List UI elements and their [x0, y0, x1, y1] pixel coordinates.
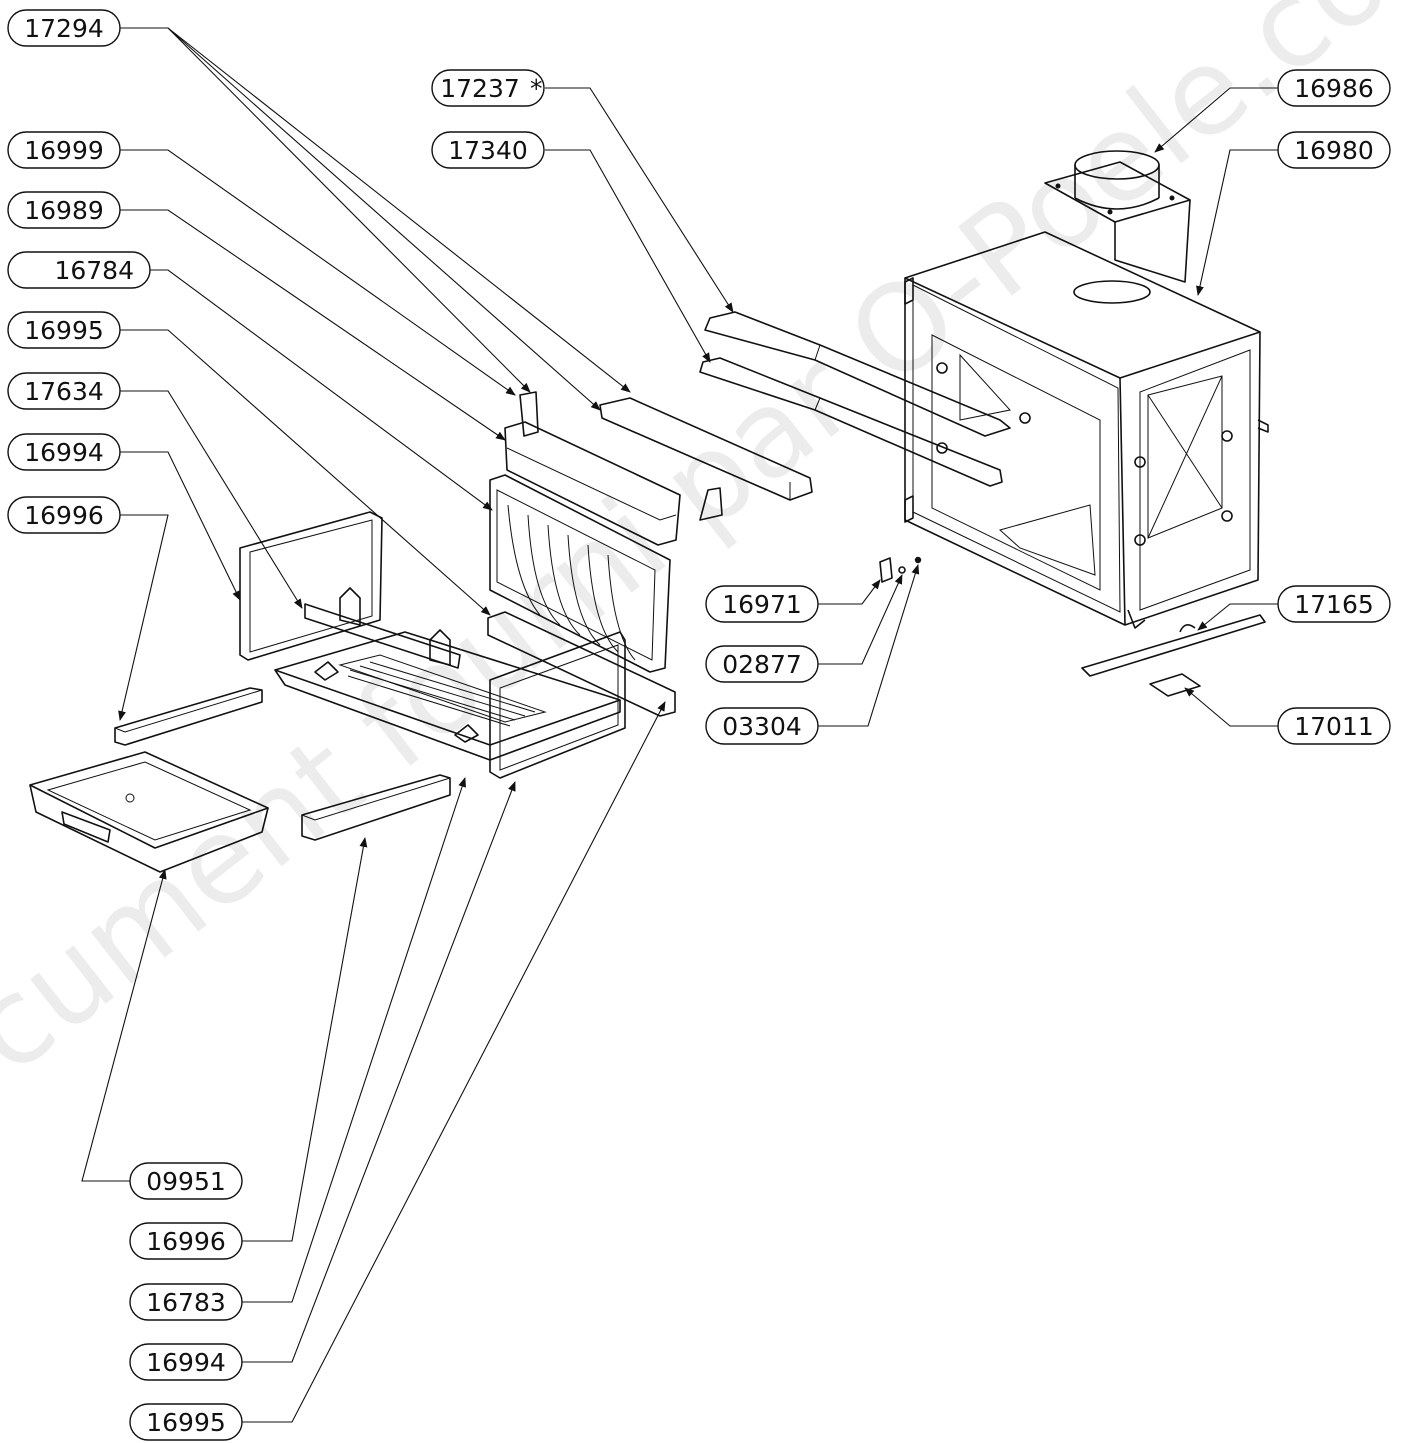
- callout-label: 16999: [24, 136, 104, 165]
- callout-pill: [129, 1343, 243, 1381]
- callout-pill: [705, 645, 819, 683]
- callout-label: 17011: [1294, 712, 1374, 741]
- callout-pill: [129, 1162, 243, 1200]
- callout-pill: [1277, 707, 1391, 745]
- callout-pill: [1277, 69, 1391, 107]
- side-liner-right: [489, 631, 626, 779]
- callout-label: 16996: [24, 501, 104, 530]
- callout-16994: 16994: [7, 433, 121, 471]
- callout-17011: 17011: [1277, 707, 1391, 745]
- callout-label: 16994: [146, 1348, 226, 1377]
- callout-16996: 16996: [129, 1222, 243, 1260]
- callout-16999: 16999: [7, 131, 121, 169]
- callout-pill: [705, 707, 819, 745]
- callout-mark: *: [530, 74, 543, 103]
- rear-fireback: [489, 474, 671, 673]
- callout-17237: 17237 *: [431, 69, 545, 107]
- callout-pill: [7, 496, 121, 534]
- callout-pill: [7, 372, 121, 410]
- callout-label: 16783: [146, 1288, 226, 1317]
- callout-label: 17340: [448, 136, 528, 165]
- bottom-rail-left: [114, 687, 263, 746]
- door-catch-hardware: [879, 556, 922, 583]
- callout-label: 16980: [1294, 136, 1374, 165]
- callout-pill: [7, 9, 121, 47]
- bottom-rail-front: [301, 774, 451, 841]
- callout-label: 16971: [722, 590, 802, 619]
- callout-16995: 16995: [7, 311, 121, 349]
- callout-17294: 17294: [7, 9, 121, 47]
- grate-front-bar: [304, 587, 461, 669]
- callout-pill: [431, 131, 545, 169]
- callout-label: 16989: [24, 196, 104, 225]
- callout-label: 16995: [146, 1408, 226, 1437]
- callout-pill: [129, 1403, 243, 1441]
- callout-label: 02877: [722, 650, 802, 679]
- callout-label: 16784: [54, 256, 134, 285]
- callout-16784: 16784: [7, 251, 151, 289]
- callout-label: 09951: [146, 1167, 226, 1196]
- callout-pill: [1277, 585, 1391, 623]
- side-liner-left: [239, 511, 383, 661]
- callout-17340: 17340: [431, 131, 545, 169]
- callout-pill: [705, 585, 819, 623]
- callout-pill: [431, 69, 545, 107]
- callout-16996: 16996: [7, 496, 121, 534]
- stove-body: [904, 231, 1269, 629]
- callout-16980: 16980: [1277, 131, 1391, 169]
- flue-collar: [1044, 150, 1191, 283]
- callout-16989: 16989: [7, 191, 121, 229]
- callout-label: 16996: [146, 1227, 226, 1256]
- callout-pill: [1277, 131, 1391, 169]
- callout-label: 17294: [24, 14, 104, 43]
- callout-03304: 03304: [705, 707, 819, 745]
- callout-pill: [7, 191, 121, 229]
- baffle-plates: [699, 311, 1011, 487]
- callout-label: 03304: [722, 712, 802, 741]
- callout-pill: [7, 433, 121, 471]
- callout-pill: [7, 131, 121, 169]
- callout-label: 17634: [24, 377, 104, 406]
- callouts: 17294 17237 * 16986 16999 17340 16980 16989 1678…: [7, 9, 1391, 1441]
- callout-16995: 16995: [129, 1403, 243, 1441]
- callout-16783: 16783: [129, 1283, 243, 1321]
- callout-pill: [7, 251, 151, 289]
- callout-17634: 17634: [7, 372, 121, 410]
- callout-label: 16986: [1294, 74, 1374, 103]
- callout-16994: 16994: [129, 1343, 243, 1381]
- callout-pill: [7, 311, 121, 349]
- callout-02877: 02877: [705, 645, 819, 683]
- callout-pill: [129, 1283, 243, 1321]
- callout-label: 17237: [440, 74, 520, 103]
- callout-16986: 16986: [1277, 69, 1391, 107]
- callout-label: 16995: [24, 316, 104, 345]
- callout-09951: 09951: [129, 1162, 243, 1200]
- leader-lines: [81, 27, 1278, 1423]
- callout-label: 17165: [1294, 590, 1374, 619]
- handle-and-plate: [1081, 614, 1266, 697]
- callout-pill: [129, 1222, 243, 1260]
- bottom-rail-rear: [487, 611, 676, 717]
- callout-17165: 17165: [1277, 585, 1391, 623]
- callout-16971: 16971: [705, 585, 819, 623]
- callout-label: 16994: [24, 438, 104, 467]
- top-deflector: [504, 421, 681, 546]
